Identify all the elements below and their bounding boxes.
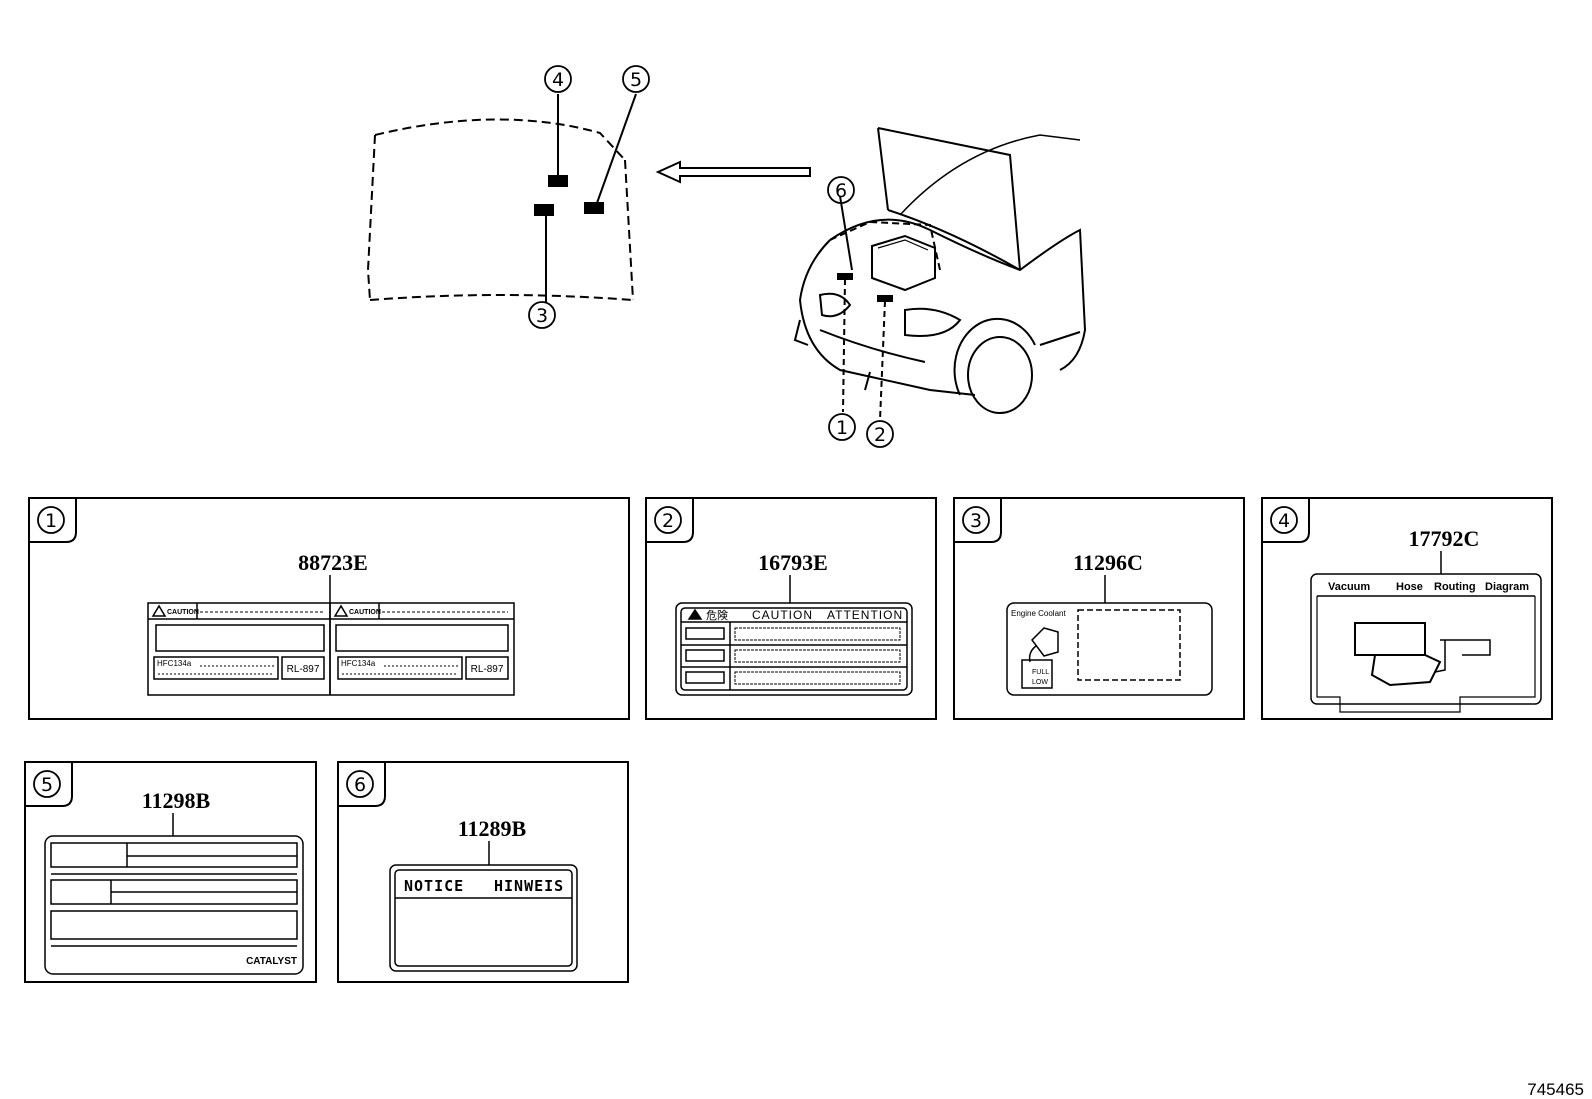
label-4-word-vacuum: Vacuum: [1328, 581, 1370, 593]
label-3-low: LOW: [1032, 679, 1048, 686]
panel-3-number: 3: [970, 510, 982, 532]
panel-5: 5 11298B CATALYST: [24, 761, 317, 983]
ac-refrigerant-label: [147, 602, 515, 696]
label-2-marker: [877, 295, 893, 302]
hood-panel-view: [366, 93, 637, 302]
callout-1-number: 1: [836, 417, 848, 439]
label-1-caution-right: CAUTION: [349, 609, 381, 616]
panel-1-number: 1: [45, 510, 57, 532]
label-4-word-diagram: Diagram: [1485, 581, 1529, 593]
label-4-marker: [548, 175, 568, 187]
vehicle-front-view: [793, 127, 1087, 421]
label-5-catalyst: CATALYST: [246, 956, 297, 967]
label-6-notice: NOTICE: [404, 877, 464, 895]
notice-hinweis-label: [389, 864, 578, 972]
coolant-jug-icon: [1021, 627, 1059, 689]
caution-attention-label: [675, 602, 913, 696]
label-5-marker: [584, 202, 604, 214]
catalyst-label: [44, 835, 304, 975]
diagram-reference-code: 745465: [1527, 1080, 1584, 1099]
label-3-title: Engine Coolant: [1011, 609, 1066, 618]
callout-2-number: 2: [874, 424, 886, 446]
label-4-word-routing: Routing: [1434, 581, 1476, 593]
panel-4-part-number: 17792C: [1409, 526, 1480, 551]
callout-3: 3: [528, 301, 556, 329]
label-1-code-right: RL-897: [471, 664, 504, 675]
panel-6-part-number: 11289B: [458, 816, 527, 841]
panel-5-number: 5: [41, 774, 53, 796]
panel-2-part-number: 16793E: [758, 550, 828, 575]
callout-4: 4: [544, 65, 572, 93]
panel-3: 3 11296C Engine Coolant FULL LOW: [953, 497, 1245, 720]
label-3-full: FULL: [1032, 669, 1049, 676]
panel-6-number: 6: [354, 774, 366, 796]
panel-3-part-number: 11296C: [1073, 550, 1143, 575]
callout-2: 2: [866, 420, 894, 448]
panel-5-part-number: 11298B: [142, 788, 211, 813]
label-2-caution: CAUTION: [752, 608, 813, 622]
callout-5: 5: [622, 65, 650, 93]
callout-4-number: 4: [552, 69, 564, 91]
callout-1: 1: [828, 413, 856, 441]
direction-arrow: [655, 160, 811, 184]
label-3-marker: [534, 204, 554, 216]
overview-callouts: 4 5 3 6 1 2: [528, 65, 894, 448]
panel-1-part-number: 88723E: [298, 550, 368, 575]
panel-1: 1 88723E CAUTION: [28, 497, 630, 720]
label-1-refrigerant-right: HFC134a: [341, 659, 376, 668]
callout-6: 6: [827, 176, 855, 204]
label-2-kanji: 危険: [706, 609, 728, 622]
label-6-hinweis: HINWEIS: [494, 877, 564, 895]
label-1-caution-left: CAUTION: [167, 609, 199, 616]
label-1-marker: [837, 273, 853, 280]
label-1-refrigerant-left: HFC134a: [157, 659, 192, 668]
vacuum-hose-label: [1310, 573, 1542, 713]
panel-2: 2 16793E 危険 CAUTION ATTENTION: [645, 497, 937, 720]
panel-4: 4 17792C Vacuum Hose Routing Diagram: [1261, 497, 1553, 720]
engine-coolant-label: [1006, 602, 1213, 696]
panel-6: 6 11289B NOTICE HINWEIS: [337, 761, 629, 983]
label-2-attention: ATTENTION: [827, 608, 903, 622]
label-4-word-hose: Hose: [1396, 581, 1423, 593]
panel-4-number: 4: [1278, 510, 1290, 532]
callout-6-number: 6: [835, 180, 847, 202]
label-1-code-left: RL-897: [287, 664, 320, 675]
callout-5-number: 5: [630, 69, 642, 91]
callout-3-number: 3: [536, 305, 548, 327]
panel-2-number: 2: [662, 510, 674, 532]
